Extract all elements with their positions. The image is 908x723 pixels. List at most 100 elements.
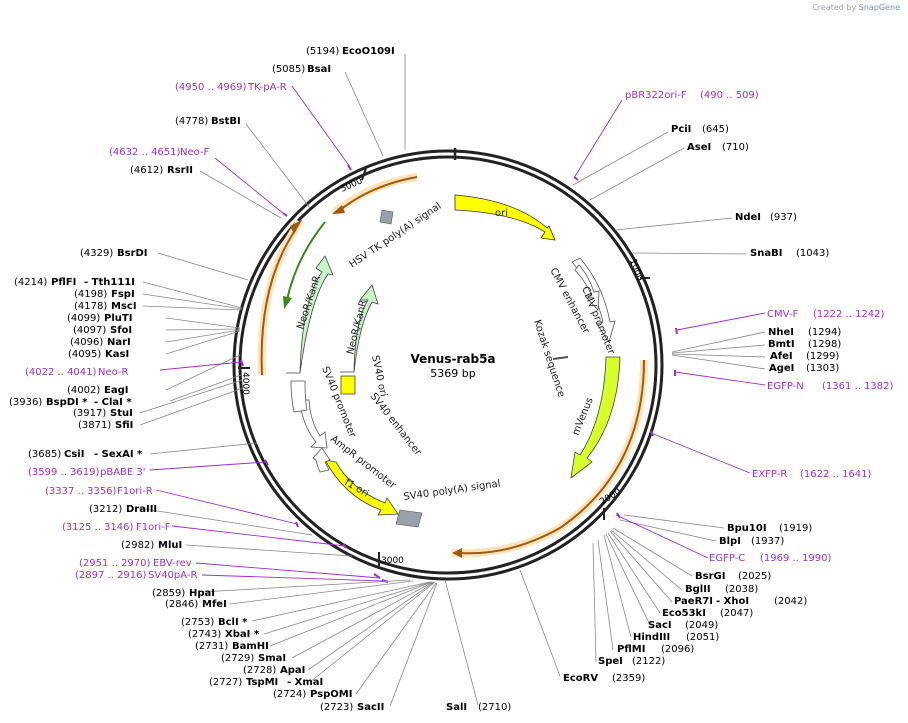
enzyme-sali-pos: (2710) xyxy=(478,702,511,713)
enzyme-tth111i: - Tth111I xyxy=(84,277,135,288)
enzyme-ndei-pos: (937) xyxy=(770,212,797,223)
enzyme-hpai: HpaI xyxy=(189,588,215,599)
sv40-ori-feature xyxy=(340,375,356,395)
enzyme-msci-pos: (4178) xyxy=(74,301,107,312)
enzyme-agei: AgeI xyxy=(769,363,794,374)
top-orf-arrowhead xyxy=(332,205,345,214)
mvenus-feature xyxy=(570,356,621,479)
enzyme-mfei: MfeI xyxy=(202,599,227,610)
enzyme-pflfi-pos: (4214) xyxy=(14,277,47,288)
sv40-enhancer-label: SV40 enhancer xyxy=(368,391,424,458)
enzyme-rsrii-pos: (4612) xyxy=(130,165,163,176)
enzyme-mlui: MluI xyxy=(158,540,182,551)
credit-prefix: Created by xyxy=(812,3,857,12)
enzyme-mlui-pos: (2982) xyxy=(121,540,154,551)
enzyme-tspmi-pos: (2727) xyxy=(209,677,242,688)
enzyme-bpu10i-pos: (1919) xyxy=(779,523,812,534)
sv40-polya-label: SV40 poly(A) signal xyxy=(403,478,501,502)
enzyme-asei: AseI xyxy=(687,142,711,153)
ampr-promoter-label: AmpR promoter xyxy=(328,434,398,492)
ampr-promoter-feature xyxy=(312,447,331,473)
sv40-promoter-body xyxy=(290,380,308,413)
enzyme-bsrgi-pos: (2025) xyxy=(738,571,771,582)
primer-neo-f: Neo-F xyxy=(180,147,210,158)
plasmid-length: 5369 bp xyxy=(430,367,475,380)
enzyme-bglii: BglII xyxy=(685,584,711,595)
enzyme-fspi: FspI xyxy=(111,289,135,300)
enzyme-asei-pos: (710) xyxy=(722,142,749,153)
primer-sv40pa-r: SV40pA-R xyxy=(148,570,197,581)
enzyme-pflmi-pos: (2096) xyxy=(661,644,694,655)
hsv-tk-label: HSV TK poly(A) signal xyxy=(348,201,444,271)
enzyme-kasi: KasI xyxy=(105,349,129,360)
enzyme-nhei: NheI xyxy=(768,327,794,338)
right-enzyme-labels: PciI (645) AseI (710) NdeI (937) SnaBI (… xyxy=(446,124,841,713)
enzyme-pluti-pos: (4099) xyxy=(67,313,100,324)
primer-pbr322ori-f: pBR322ori-F xyxy=(625,90,687,101)
left-leaders xyxy=(137,54,438,707)
enzyme-pcii-pos: (645) xyxy=(702,124,729,135)
enzyme-paer7i: PaeR7I xyxy=(674,596,713,607)
enzyme-stui: StuI xyxy=(110,408,133,419)
f1-ori-feature xyxy=(324,459,399,516)
primer-labels: (4950 .. 4969) TK-pA-R pBR322ori-F (490 … xyxy=(25,82,894,581)
enzyme-bcli-pos: (2753) xyxy=(181,617,214,628)
enzyme-saci-pos: (2049) xyxy=(685,620,718,631)
enzyme-bstbi-pos: (4778) xyxy=(175,116,208,127)
left-orf xyxy=(260,228,297,376)
primer-f1ori-f: F1ori-F xyxy=(136,522,171,533)
primer-egfp-c: EGFP-C xyxy=(709,553,745,564)
enzyme-tspmi: TspMI xyxy=(246,677,278,688)
enzyme-snabi: SnaBI xyxy=(750,248,782,259)
enzyme-eagi-pos: (4002) xyxy=(67,385,100,396)
sv40-promoter-feature xyxy=(299,399,328,449)
enzyme-sfoi: SfoI xyxy=(110,325,132,336)
enzyme-bcli: BclI * xyxy=(218,617,248,628)
enzyme-eco53ki-pos: (2047) xyxy=(720,608,753,619)
primer-tk-pa-r-range: (4950 .. 4969) xyxy=(175,82,247,93)
enzyme-bamhi-pos: (2731) xyxy=(195,641,228,652)
primer-egfp-n: EGFP-N xyxy=(767,381,804,392)
neokanr-inner-label: NeoR/KanR xyxy=(345,299,369,356)
enzyme-afei: AfeI xyxy=(770,351,793,362)
enzyme-eco53ki: Eco53kI xyxy=(662,608,706,619)
enzyme-paer7i-pos: (2042) xyxy=(774,596,807,607)
enzyme-bspdi: BspDI * xyxy=(46,397,88,408)
enzyme-pluti: PluTI xyxy=(104,313,132,324)
primer-egfp-c-range: (1969 .. 1990) xyxy=(760,553,832,564)
neokanr-green-arrowhead xyxy=(283,296,292,309)
left-orf-arrowhead xyxy=(290,220,302,234)
enzyme-bpu10i: Bpu10I xyxy=(727,523,767,534)
enzyme-pflmi: PflMI xyxy=(617,644,645,655)
enzyme-hindiii-pos: (2051) xyxy=(686,632,719,643)
left-enzyme-labels: (5194) EcoO109I (5085) BsaI (4778) BstBI… xyxy=(9,46,395,713)
enzyme-nhei-pos: (1294) xyxy=(808,327,841,338)
enzyme-sfii: SfiI xyxy=(115,420,133,431)
ori-feature xyxy=(454,194,556,241)
enzyme-draiii: DraIII xyxy=(126,504,157,515)
enzyme-bamhi: BamHI xyxy=(232,641,269,652)
enzyme-apai-pos: (2728) xyxy=(243,665,276,676)
primer-egfp-n-range: (1361 .. 1382) xyxy=(822,381,894,392)
credit: Created by SnapGene xyxy=(812,3,900,12)
primer-neo-r: Neo-R xyxy=(98,367,129,378)
enzyme-tth111i-name: Tth111I xyxy=(92,277,135,288)
enzyme-rsrii: RsrII xyxy=(167,165,193,176)
tick-label-3000: 3000 xyxy=(381,556,404,566)
enzyme-bsai: BsaI xyxy=(307,64,331,75)
tick-5000-mark xyxy=(361,167,367,181)
enzyme-bmti: BmtI xyxy=(768,339,795,350)
tick-label-1000: 1000 xyxy=(627,258,644,283)
primer-ebv-rev: EBV-rev xyxy=(153,558,192,569)
enzyme-bspdi-pos: (3936) xyxy=(9,397,42,408)
enzyme-saci: SacI xyxy=(648,620,672,631)
enzyme-csii: CsiI xyxy=(64,449,84,460)
enzyme-hindiii: HindIII xyxy=(633,632,670,643)
enzyme-xmai: - XmaI xyxy=(287,677,323,688)
enzyme-ecoo109i-pos: (5194) xyxy=(306,46,339,57)
sv40-ori-label: SV40 ori xyxy=(369,354,389,397)
enzyme-bstbi: BstBI xyxy=(211,116,241,127)
enzyme-hpai-pos: (2859) xyxy=(152,588,185,599)
enzyme-csii-pos: (3685) xyxy=(28,449,61,460)
enzyme-smai-pos: (2729) xyxy=(221,653,254,664)
